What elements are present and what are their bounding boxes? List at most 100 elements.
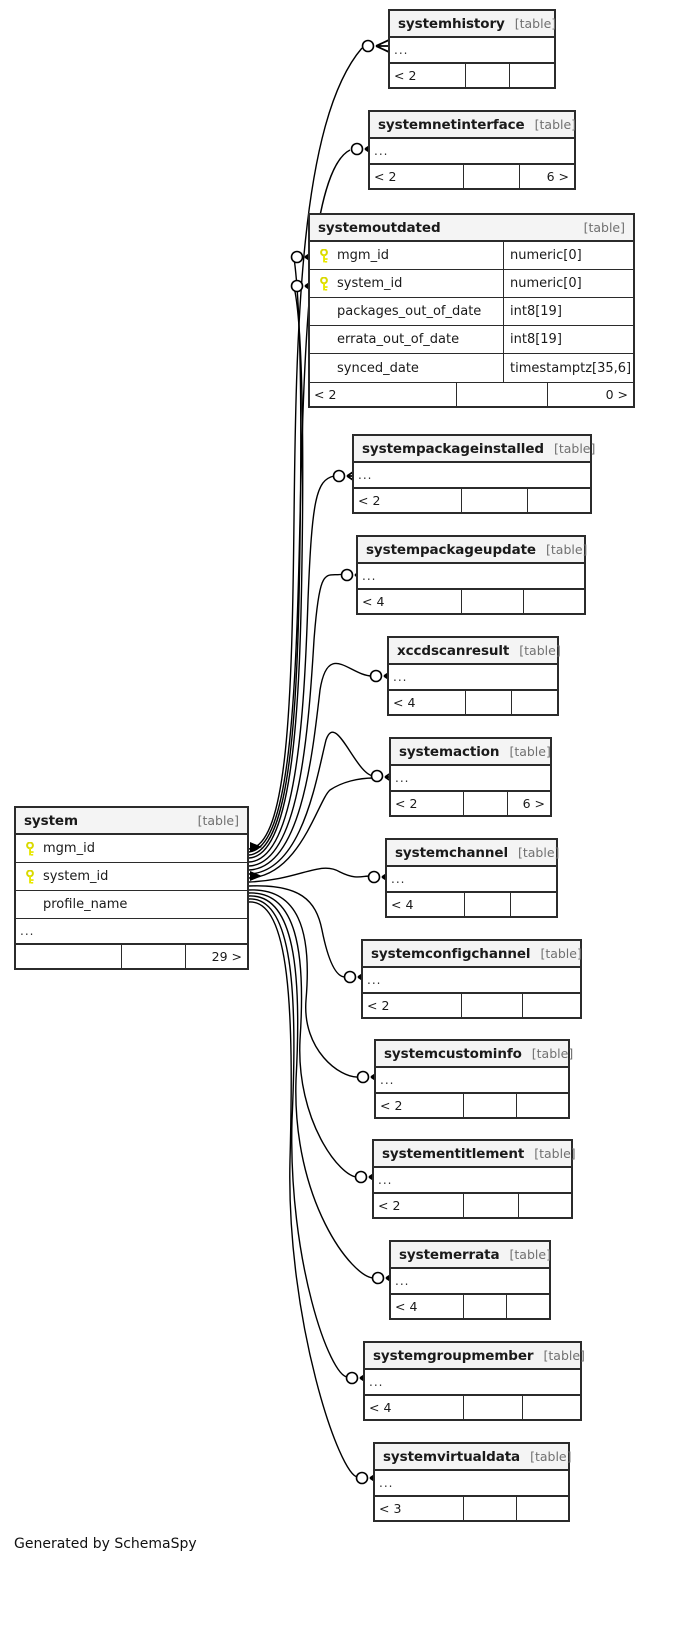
column-name: system_id [43,869,109,884]
table-header-xccdscanresult: xccdscanresult[table] [389,638,561,665]
table-title-systemvirtualdata: systemvirtualdata [383,1448,521,1465]
footer-outgoing-count [507,1295,549,1318]
column-name-cell: mgm_id [16,841,247,856]
column-name: errata_out_of_date [337,332,460,347]
footer-middle-cell [465,893,511,916]
more-columns-ellipsis: ... [363,968,580,993]
footer-incoming-count [16,945,122,968]
primary-key-icon [318,276,330,291]
footer-outgoing-count: 6 > [522,796,545,811]
column-name-cell: errata_out_of_date [310,332,503,347]
table-columns-xccdscanresult: ... [389,665,557,690]
table-kind-systemhistory: [table] [514,16,557,31]
footer-incoming-count: < 2 [390,64,466,87]
table-columns-systemvirtualdata: ... [375,1471,568,1496]
table-node-systemhistory[interactable]: systemhistory[table]...< 2 [388,9,556,89]
table-node-systemchannel[interactable]: systemchannel [table]...< 4 [385,838,560,918]
more-columns-ellipsis: ... [16,919,247,944]
column-row[interactable]: mgm_id [16,835,247,863]
table-kind-systemchannel: [table] [517,845,560,860]
column-name-cell: profile_name [16,897,247,912]
footer-middle-cell [464,1295,507,1318]
table-columns-systemchannel: ... [387,867,556,892]
table-node-systemvirtualdata[interactable]: systemvirtualdata[table]...< 3 [373,1442,572,1522]
table-kind-systemerrata: [table] [509,1247,551,1262]
column-name-cell: mgm_id [310,248,503,263]
more-columns-ellipsis: ... [390,38,554,63]
table-columns-system: mgm_id system_id profile_name... [16,835,247,944]
table-node-systempackageinstalled[interactable]: systempackageinstalled[table]...< 2 [352,434,596,514]
table-node-systementitlement[interactable]: systementitlement[table]...< 2 [372,1139,576,1219]
table-kind-systemoutdated: [table] [583,220,625,235]
table-kind-systemnetinterface: [table] [534,117,577,132]
footer-incoming-count: < 2 [363,994,462,1017]
table-node-systemgroupmember[interactable]: systemgroupmember[table]...< 4 [363,1341,585,1421]
table-footer-systemconfigchannel: < 2 [363,993,580,1017]
table-footer-systemcustominfo: < 2 [376,1093,568,1117]
footer-incoming-count: < 4 [387,893,465,916]
footer-outgoing-count [519,1194,571,1217]
column-name-cell: system_id [310,276,503,291]
more-columns-ellipsis: ... [387,867,556,892]
table-kind-systemcustominfo: [table] [531,1046,574,1061]
footer-middle-cell [462,489,528,512]
table-columns-systementitlement: ... [374,1168,571,1193]
column-row[interactable]: errata_out_of_date int8[19] [310,326,633,354]
table-node-systemconfigchannel[interactable]: systemconfigchannel[table]...< 2 [361,939,582,1019]
footer-outgoing-count [517,1094,568,1117]
table-node-systempackageupdate[interactable]: systempackageupdate[table]...< 4 [356,535,587,615]
table-footer-systemchannel: < 4 [387,892,556,916]
primary-key-icon [24,869,36,884]
footer-outgoing-count: 29 > [211,949,242,964]
column-name: synced_date [337,360,419,376]
footer-incoming-count: < 3 [375,1497,464,1520]
footer-middle-cell [464,792,508,815]
table-header-systemhistory: systemhistory[table] [390,11,557,38]
table-columns-systemnetinterface: ... [370,139,574,164]
table-header-systemgroupmember: systemgroupmember[table] [365,1343,585,1370]
table-node-systemcustominfo[interactable]: systemcustominfo[table]...< 2 [374,1039,573,1119]
column-name: packages_out_of_date [337,304,482,319]
table-title-systemnetinterface: systemnetinterface [378,116,525,133]
table-header-system: system[table] [16,808,247,835]
more-columns-ellipsis: ... [375,1471,568,1496]
table-node-system[interactable]: system[table] mgm_id system_id profile_name… [14,806,249,970]
footer-outgoing-count [511,893,556,916]
table-title-systempackageinstalled: systempackageinstalled [362,440,544,457]
column-name: profile_name [43,897,128,912]
column-row[interactable]: profile_name [16,891,247,919]
table-footer-systempackageupdate: < 4 [358,589,584,613]
footer-incoming-count: < 4 [391,1295,464,1318]
table-node-xccdscanresult[interactable]: xccdscanresult[table]...< 4 [387,636,561,716]
table-header-systementitlement: systementitlement[table] [374,1141,576,1168]
table-node-systemerrata[interactable]: systemerrata[table]...< 4 [389,1240,551,1320]
column-name: system_id [337,276,403,291]
footer-incoming-count: < 2 [370,165,464,188]
column-type: int8[19] [503,298,633,325]
footer-middle-cell [462,994,523,1017]
table-kind-systempackageinstalled: [table] [553,441,596,456]
table-title-systemchannel: systemchannel [395,844,508,861]
table-title-systemoutdated: systemoutdated [318,219,441,236]
footer-incoming-count: < 2 [374,1194,464,1217]
footer-middle-cell [466,691,512,714]
table-footer-systementitlement: < 2 [374,1193,571,1217]
table-header-systemconfigchannel: systemconfigchannel[table] [363,941,582,968]
column-type: int8[19] [503,326,633,353]
table-columns-systemaction: ... [391,766,550,791]
footer-incoming-count: < 4 [365,1396,464,1419]
column-row[interactable]: system_id [16,863,247,891]
table-header-systemcustominfo: systemcustominfo[table] [376,1041,573,1068]
table-title-systemaction: systemaction [399,743,500,760]
column-name-cell: synced_date [310,361,503,376]
more-columns-ellipsis: ... [374,1168,571,1193]
footer-outgoing-count: 0 > [605,387,628,402]
column-row[interactable]: packages_out_of_date int8[19] [310,298,633,326]
